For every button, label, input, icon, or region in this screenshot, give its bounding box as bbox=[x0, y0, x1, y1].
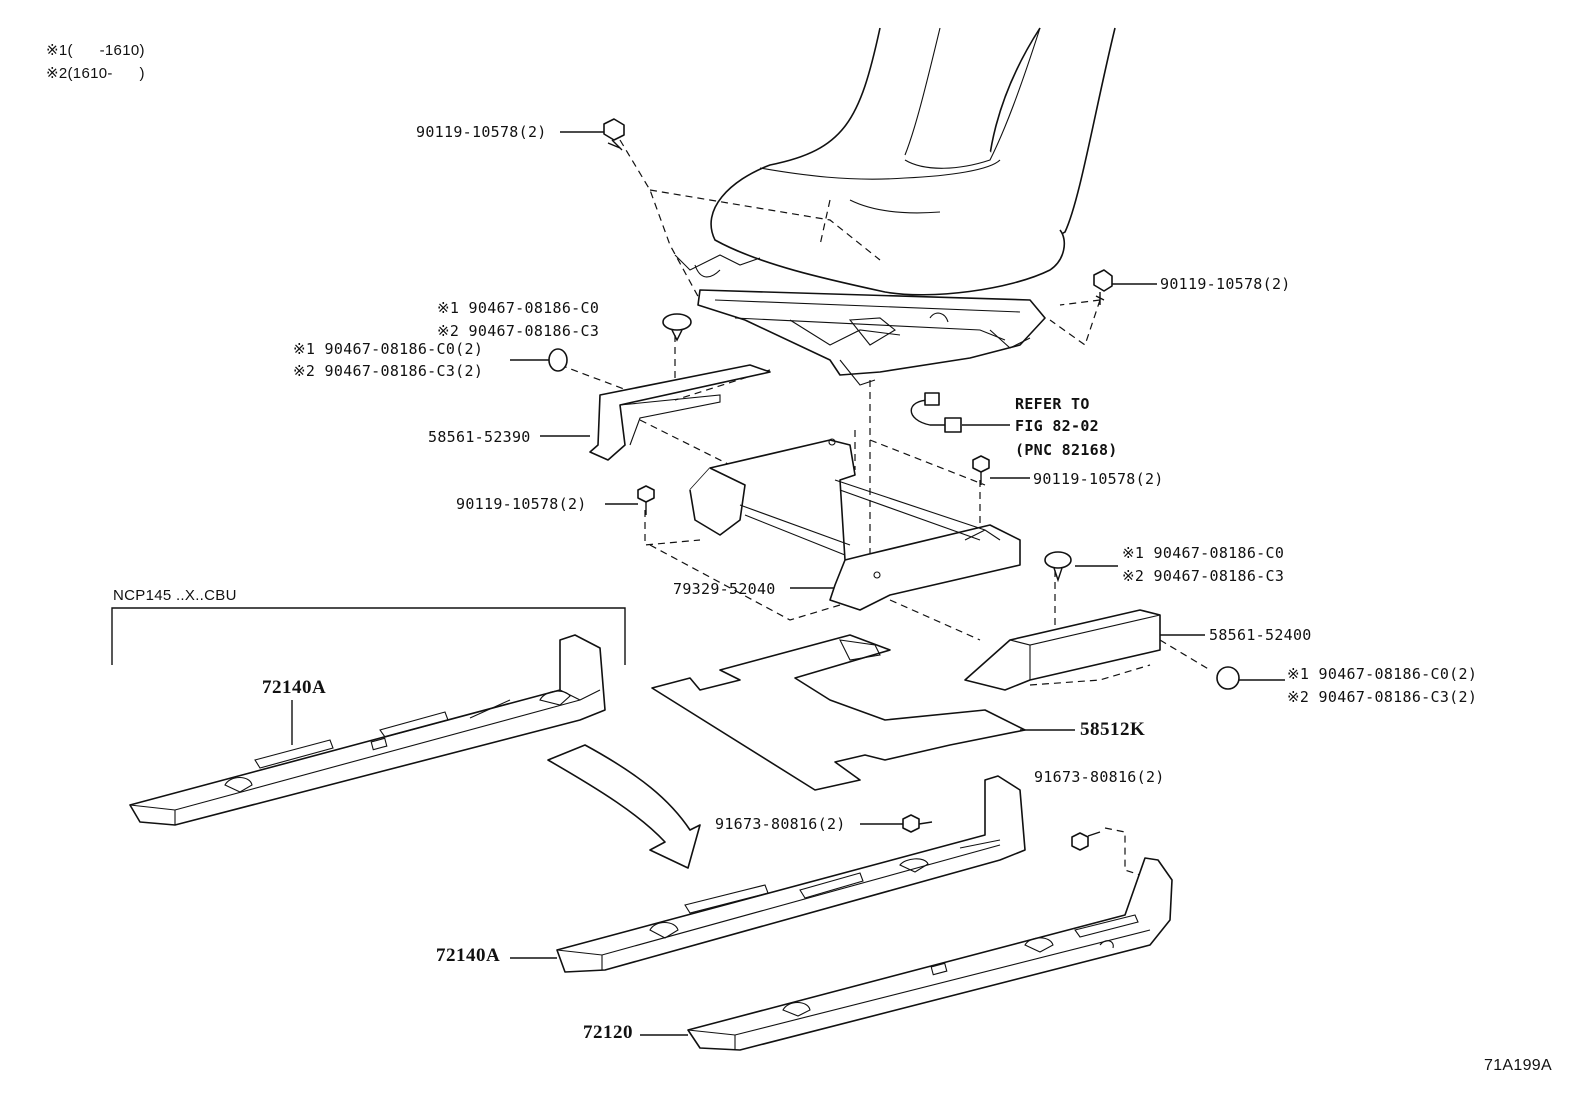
bolt-rail-right-icon bbox=[860, 814, 933, 833]
note-2-mark: ※2 bbox=[46, 65, 68, 82]
callout-frame[interactable]: 79329-52040 bbox=[673, 580, 776, 598]
callout-bolt-rail-right[interactable]: 91673-80816(2) bbox=[715, 815, 846, 833]
clip-right-icon bbox=[1044, 551, 1118, 583]
reference-line-3[interactable]: (PNC 82168) bbox=[1015, 441, 1118, 459]
figure-id: 71A199A bbox=[1484, 1057, 1552, 1074]
callout-bolt-rail-left[interactable]: 91673-80816(2) bbox=[1034, 768, 1165, 786]
reference-line-2: FIG 82-02 bbox=[1015, 417, 1099, 435]
callout-rail-a-bottom[interactable]: 72140A bbox=[436, 945, 501, 966]
callout-clip-left-1[interactable]: ※1 90467-08186-C0(2) bbox=[293, 340, 484, 358]
seat-assembly bbox=[674, 27, 1116, 386]
callout-rail-a-top[interactable]: 72140A bbox=[262, 677, 327, 698]
callout-clip-left-2[interactable]: ※2 90467-08186-C3(2) bbox=[293, 362, 484, 380]
reference-line-1: REFER TO bbox=[1015, 395, 1090, 413]
callout-mat[interactable]: 58512K bbox=[1080, 719, 1146, 740]
bolt-top-icon bbox=[560, 118, 625, 151]
callout-bolt-right[interactable]: 90119-10578(2) bbox=[1160, 275, 1291, 293]
variant-bracket bbox=[111, 607, 626, 665]
rail-72120-part bbox=[640, 857, 1173, 1051]
note-1-text: ( -1610) bbox=[67, 42, 145, 59]
direction-arrow-icon bbox=[547, 744, 701, 869]
note-2: ※2(1610- ) bbox=[46, 65, 145, 83]
callout-clip-br-2[interactable]: ※2 90467-08186-C3(2) bbox=[1287, 688, 1478, 706]
callout-bolt-top[interactable]: 90119-10578(2) bbox=[416, 123, 547, 141]
seat-frame-part bbox=[689, 438, 1021, 611]
floor-mat-part bbox=[651, 634, 1075, 791]
clip-left-icon bbox=[510, 348, 568, 372]
wire-harness-part bbox=[910, 392, 1010, 433]
callout-bracket-left[interactable]: 58561-52390 bbox=[428, 428, 531, 446]
callout-bracket-right[interactable]: 58561-52400 bbox=[1209, 626, 1312, 644]
clip-top-icon bbox=[662, 313, 692, 342]
callout-clip-top-1[interactable]: ※1 90467-08186-C0 bbox=[437, 299, 600, 317]
bracket-left-part bbox=[540, 364, 771, 461]
callout-bolt-frame-left[interactable]: 90119-10578(2) bbox=[456, 495, 587, 513]
variant-label: NCP145 ..X..CBU bbox=[113, 587, 237, 604]
note-1: ※1( -1610) bbox=[46, 42, 145, 60]
callout-clip-right-1[interactable]: ※1 90467-08186-C0 bbox=[1122, 544, 1285, 562]
rail-72140a-bottom-part bbox=[510, 775, 1026, 973]
note-2-text: (1610- ) bbox=[67, 65, 145, 82]
clip-bottom-right-icon bbox=[1216, 666, 1285, 690]
callout-bolt-frame-right[interactable]: 90119-10578(2) bbox=[1033, 470, 1164, 488]
callout-clip-right-2[interactable]: ※2 90467-08186-C3 bbox=[1122, 567, 1285, 585]
rail-72140a-top-part bbox=[129, 634, 606, 826]
bolt-rail-left-icon bbox=[1071, 827, 1141, 876]
bolt-right-icon bbox=[1093, 269, 1157, 305]
bracket-right-part bbox=[964, 609, 1205, 691]
bolt-frame-right-icon bbox=[972, 455, 1030, 485]
note-1-mark: ※1 bbox=[46, 42, 68, 59]
callout-rail-b[interactable]: 72120 bbox=[583, 1022, 633, 1043]
bolt-frame-left-icon bbox=[605, 485, 655, 515]
callout-clip-br-1[interactable]: ※1 90467-08186-C0(2) bbox=[1287, 665, 1478, 683]
callout-clip-top-2[interactable]: ※2 90467-08186-C3 bbox=[437, 322, 600, 340]
